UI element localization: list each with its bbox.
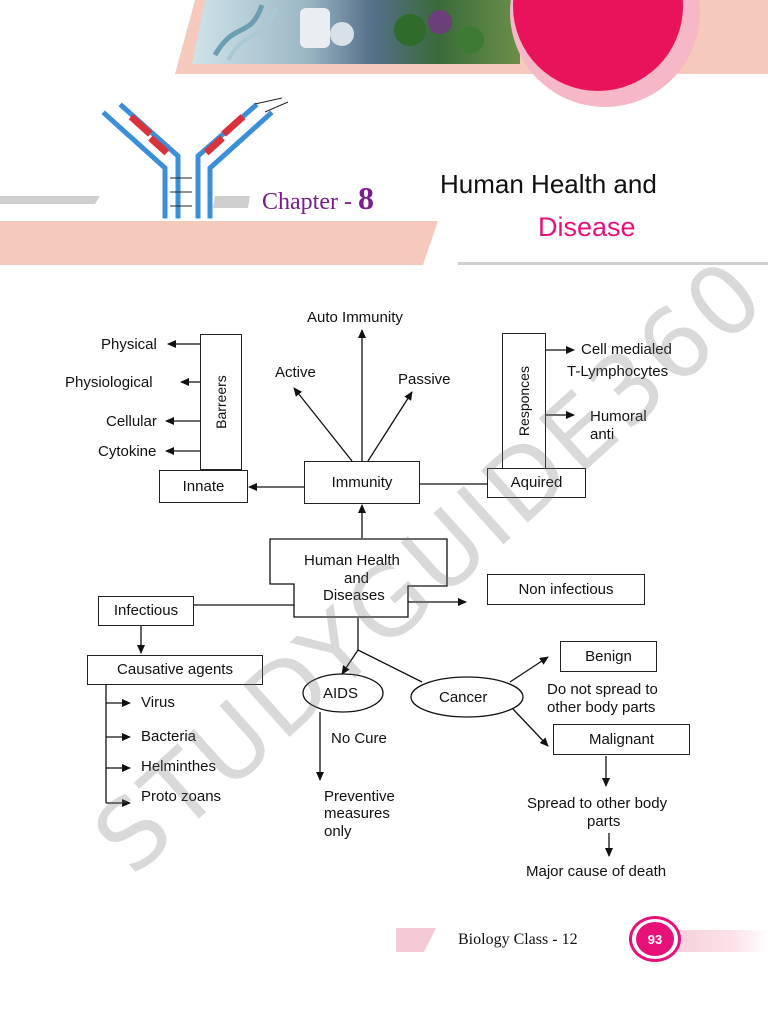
proto-zoans-label: Proto zoans bbox=[141, 788, 222, 805]
barreers-box: Barreers bbox=[200, 334, 242, 470]
preventive-line2: measures bbox=[324, 805, 390, 822]
header-decoration bbox=[0, 0, 768, 265]
innate-box: Innate bbox=[159, 470, 248, 503]
barreers-label: Barreers bbox=[212, 375, 229, 429]
human-health-line3: Diseases bbox=[323, 587, 385, 604]
cellular-label: Cellular bbox=[106, 413, 157, 430]
physiological-label: Physiological bbox=[65, 374, 153, 391]
human-health-box bbox=[269, 538, 448, 618]
t-lymphocytes-label: T-Lymphocytes bbox=[567, 363, 669, 380]
humoral-label: Humoral bbox=[590, 408, 647, 425]
human-health-line2: and bbox=[344, 570, 370, 587]
cancer-label: Cancer bbox=[439, 689, 488, 706]
auto-immunity-label: Auto Immunity bbox=[307, 309, 403, 326]
preventive-line1: Preventive bbox=[324, 788, 395, 805]
not-spread-line2: other body parts bbox=[547, 699, 656, 716]
responces-box: Responces bbox=[502, 333, 546, 469]
aids-label: AIDS bbox=[323, 685, 359, 702]
chapter-label: Chapter - 8 bbox=[262, 180, 374, 217]
passive-label: Passive bbox=[398, 371, 451, 388]
physical-label: Physical bbox=[101, 336, 157, 353]
benign-box: Benign bbox=[560, 641, 657, 672]
page-number-inner: 93 bbox=[636, 922, 674, 956]
infectious-box: Infectious bbox=[98, 596, 194, 626]
not-spread-line1: Do not spread to bbox=[547, 681, 658, 698]
human-health-line1: Human Health bbox=[304, 552, 400, 569]
preventive-line3: only bbox=[324, 823, 352, 840]
page-number-badge: 93 bbox=[629, 916, 681, 962]
chapter-title-line1: Human Health and bbox=[440, 169, 657, 199]
cell-mediated-label: Cell medialed bbox=[581, 341, 672, 358]
anti-label: anti bbox=[590, 426, 615, 443]
chapter-title-line2: Disease bbox=[538, 212, 636, 242]
page-number: 93 bbox=[647, 931, 663, 947]
spread-line1: Spread to other body bbox=[527, 795, 668, 812]
chapter-prefix: Chapter - bbox=[262, 189, 358, 215]
causative-agents-box: Causative agents bbox=[87, 655, 263, 685]
footer-band bbox=[396, 928, 768, 952]
book-title: Biology Class - 12 bbox=[458, 931, 578, 948]
no-cure-label: No Cure bbox=[331, 730, 387, 747]
major-cause-label: Major cause of death bbox=[526, 863, 667, 880]
antibody-icon bbox=[101, 97, 289, 219]
helminthes-label: Helminthes bbox=[141, 758, 217, 775]
active-label: Active bbox=[275, 364, 316, 381]
non-infectious-box: Non infectious bbox=[487, 574, 645, 605]
chapter-number: 8 bbox=[357, 180, 374, 216]
cytokine-label: Cytokine bbox=[98, 443, 157, 460]
virus-label: Virus bbox=[141, 694, 175, 711]
malignant-box: Malignant bbox=[553, 724, 690, 755]
bacteria-label: Bacteria bbox=[141, 728, 197, 745]
immunity-box: Immunity bbox=[304, 461, 420, 504]
aquired-box: Aquired bbox=[487, 468, 586, 498]
spread-line2: parts bbox=[587, 813, 621, 830]
